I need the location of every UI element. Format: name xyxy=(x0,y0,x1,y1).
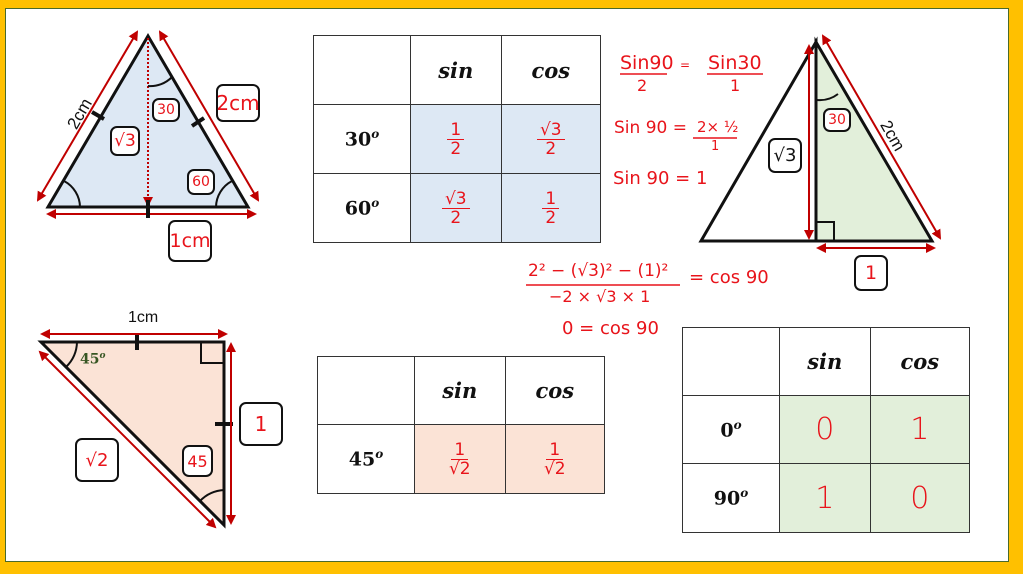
header-sin: sin xyxy=(779,327,871,396)
right-triangle-angle-box: 30 xyxy=(823,108,851,132)
equilateral-base-half-box: 1cm xyxy=(168,220,212,262)
right-triangle-base-label: 1 xyxy=(864,262,878,284)
sin-45-cell: 1√2 xyxy=(414,424,506,494)
sin-0-cell: 0 xyxy=(779,395,871,464)
working-cosine-rule-denominator: −2 × √3 × 1 xyxy=(549,287,651,306)
header-cos: cos xyxy=(869,327,971,396)
cos-45-cell: 1√2 xyxy=(504,424,606,494)
triangle-45-hypotenuse-box: √2 xyxy=(75,438,119,482)
triangle-45-bottom-angle-label: 45 xyxy=(187,451,208,471)
right-triangle-height-label: √3 xyxy=(773,145,797,166)
trig-table-45: sin cos 45o 1√2 1√2 xyxy=(317,356,606,494)
row-angle-30: 30o xyxy=(313,104,411,174)
right-triangle-base-box: 1 xyxy=(854,255,888,291)
working-cosine-rule-numerator: 2² − (√3)² − (1)² xyxy=(528,261,669,281)
working-sin90-denominator: 2 xyxy=(637,76,648,95)
triangle-45-side-label: 1 xyxy=(254,412,268,436)
table-corner-cell xyxy=(313,35,411,105)
working-line3: Sin 90 = 1 xyxy=(613,168,708,189)
working-cos90-result: 0 = cos 90 xyxy=(562,318,659,339)
right-triangle-height-box: √3 xyxy=(768,138,802,173)
triangle-45-hypotenuse-label: √2 xyxy=(85,449,109,471)
working-line2-rhs-numerator: 2× ½ xyxy=(697,118,739,136)
equilateral-apex-angle-box: 30 xyxy=(152,98,180,122)
triangle-45-top-angle: 45o xyxy=(80,351,106,368)
working-cosine-rule-rhs: = cos 90 xyxy=(689,267,769,288)
working-fraction-bars xyxy=(526,73,763,286)
row-angle-45: 45o xyxy=(317,424,415,494)
equilateral-base-half-label: 1cm xyxy=(169,230,211,252)
row-angle-60: 60o xyxy=(313,173,411,243)
equilateral-height-label: √3 xyxy=(114,131,136,151)
equilateral-height-box: √3 xyxy=(110,126,140,156)
working-line2-lhs: Sin 90 = xyxy=(614,118,687,138)
table-corner-cell xyxy=(317,356,415,425)
equilateral-base-angle-label: 60 xyxy=(192,174,210,190)
equilateral-right-side-box: 2cm xyxy=(216,84,260,122)
trig-table-0-90: sin cos 0o 0 1 90o 1 0 xyxy=(682,327,971,533)
header-sin: sin xyxy=(410,35,502,105)
row-angle-90: 90o xyxy=(682,463,780,533)
sin-90-cell: 1 xyxy=(779,463,871,533)
working-equals-1: = xyxy=(680,58,691,72)
equilateral-right-side-label: 2cm xyxy=(216,91,260,115)
working-line2-rhs-denominator: 1 xyxy=(711,139,720,154)
triangle-45-side-box: 1 xyxy=(239,402,283,446)
working-sin90-numerator: Sin90 xyxy=(620,52,674,74)
header-sin: sin xyxy=(414,356,506,425)
triangle-45-top-label: 1cm xyxy=(128,309,159,326)
isosceles-right-triangle xyxy=(37,329,236,529)
working-sin30-numerator: Sin30 xyxy=(708,52,762,74)
header-cos: cos xyxy=(504,356,606,425)
row-angle-0: 0o xyxy=(682,395,780,464)
equilateral-base-angle-box: 60 xyxy=(187,169,215,195)
right-triangle-angle-label: 30 xyxy=(828,112,846,128)
equilateral-triangle xyxy=(36,30,260,219)
triangle-45-bottom-angle-box: 45 xyxy=(182,445,213,477)
split-triangle xyxy=(698,34,942,253)
table-corner-cell xyxy=(682,327,780,396)
header-cos: cos xyxy=(500,35,602,105)
working-sin30-denominator: 1 xyxy=(730,76,741,95)
equilateral-apex-angle-label: 30 xyxy=(157,102,175,118)
cos-0-cell: 1 xyxy=(869,395,971,464)
cos-90-cell: 0 xyxy=(869,463,971,533)
